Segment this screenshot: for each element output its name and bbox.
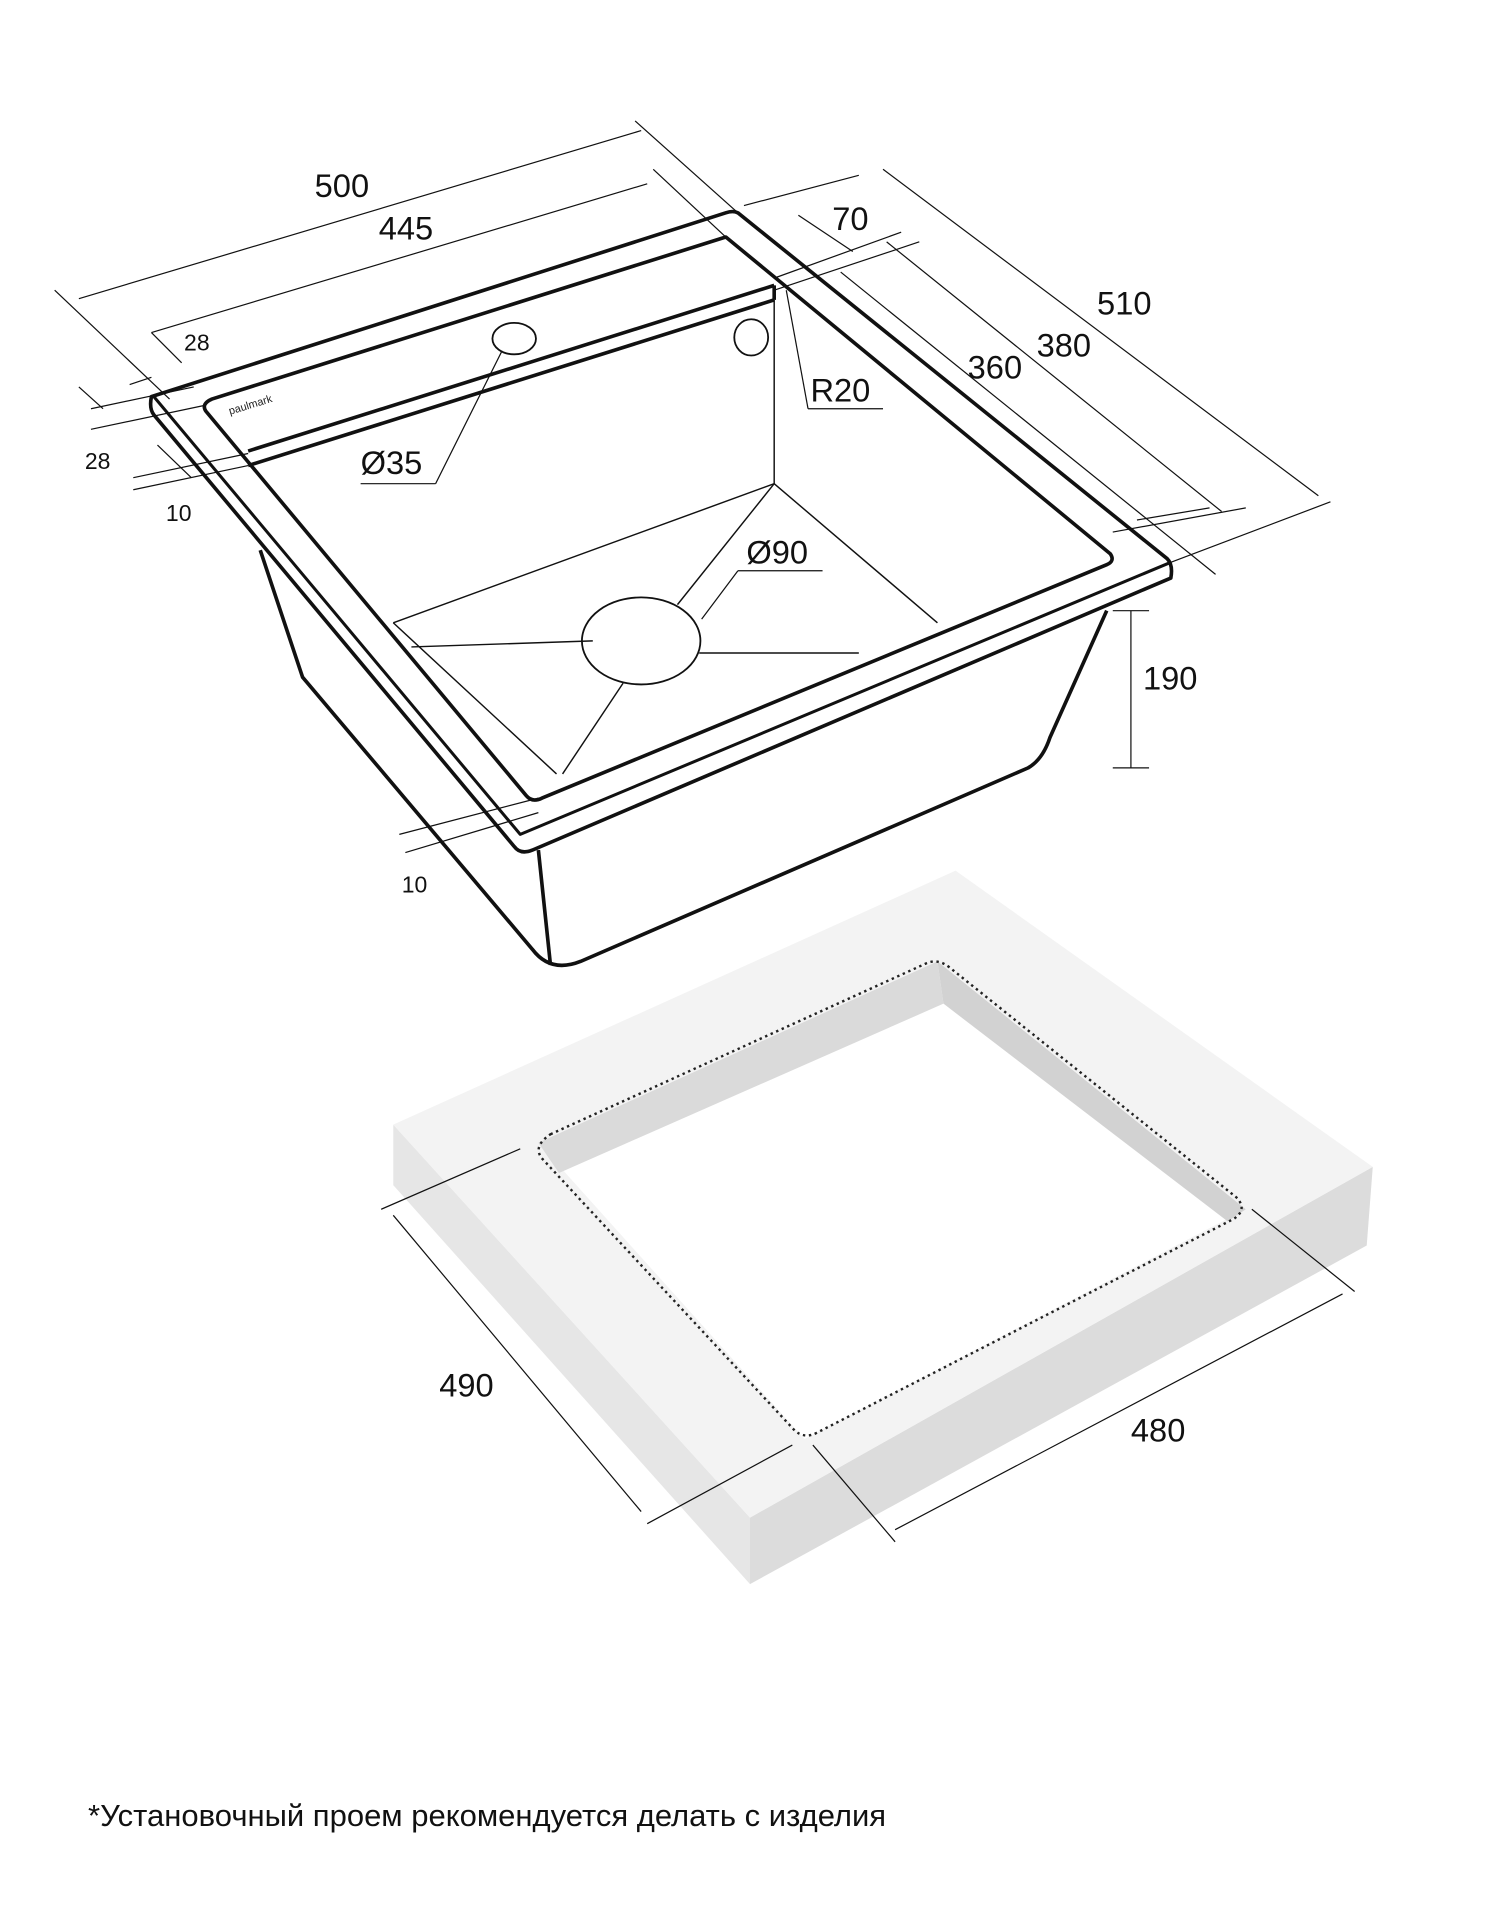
dim-28-top: 28 — [184, 330, 210, 356]
dim-28-side: 28 — [85, 448, 111, 474]
dim-510: 510 — [1097, 284, 1151, 321]
dim-490: 490 — [439, 1367, 493, 1404]
dim-190: 190 — [1143, 659, 1197, 696]
dim-tap-hole: Ø35 — [361, 444, 423, 481]
dim-380: 380 — [1037, 327, 1091, 364]
countertop — [393, 870, 1373, 1585]
dim-r20: R20 — [810, 371, 870, 408]
tap-hole-2 — [733, 318, 770, 357]
dim-360: 360 — [968, 348, 1022, 385]
installation-footnote: *Установочный проем рекомендуется делать… — [88, 1798, 887, 1833]
dim-10-left: 10 — [166, 500, 192, 526]
drain-hole — [581, 596, 702, 686]
cutout-outline — [537, 960, 1243, 1437]
dim-445: 445 — [379, 209, 433, 246]
dim-70: 70 — [832, 200, 868, 237]
dim-480: 480 — [1131, 1411, 1185, 1448]
sink — [148, 209, 1174, 968]
tap-hole — [491, 321, 537, 356]
dim-drain: Ø90 — [746, 534, 808, 571]
dimension-lines — [54, 120, 1356, 1543]
dim-500: 500 — [315, 167, 369, 204]
dim-10-front: 10 — [402, 871, 428, 897]
